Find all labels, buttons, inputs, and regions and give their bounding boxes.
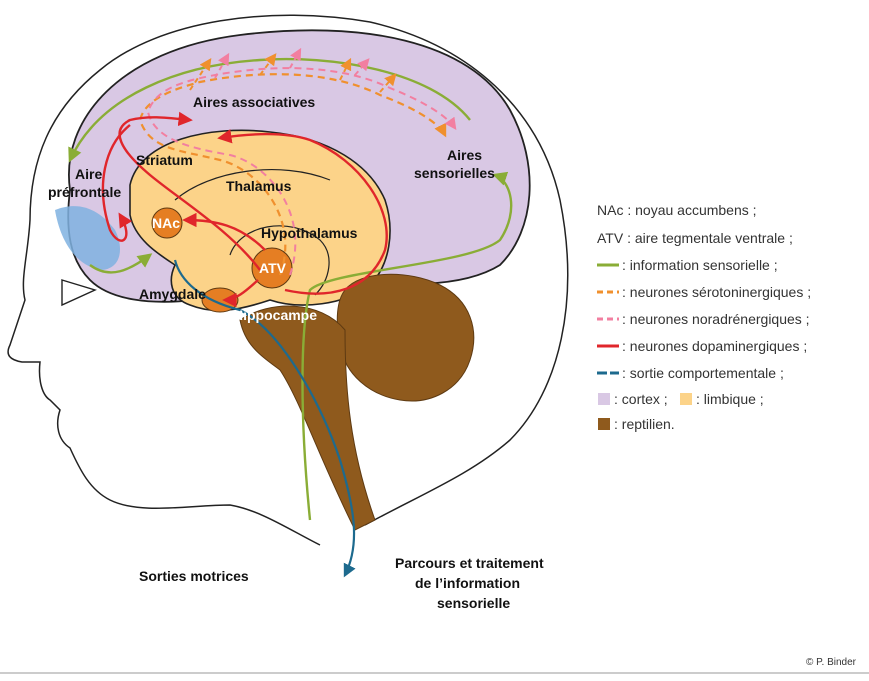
- cerebellum: [337, 274, 473, 401]
- label-hypothalamus: Hypothalamus: [261, 225, 358, 241]
- label-parcours-line2: de l’information: [415, 575, 520, 591]
- legend-noradrenaline: : neurones noradrénergiques ;: [622, 311, 810, 327]
- label-amygdale: Amygdale: [139, 286, 206, 302]
- legend-behavior: : sortie comportementale ;: [622, 365, 784, 381]
- label-sorties-motrices: Sorties motrices: [139, 568, 249, 584]
- legend-atv: ATV : aire tegmentale ventrale ;: [597, 230, 793, 246]
- label-hippocampe: Hippocampe: [233, 307, 317, 323]
- legend-swatch-reptilian: [598, 418, 610, 430]
- legend-reptilian: : reptilien.: [614, 416, 675, 432]
- label-atv: ATV: [259, 260, 287, 276]
- label-prefrontale: préfrontale: [48, 184, 121, 200]
- label-striatum: Striatum: [136, 152, 193, 168]
- label-aire: Aire: [75, 166, 102, 182]
- legend-limbic: : limbique ;: [696, 391, 764, 407]
- ear-icon: [62, 280, 95, 305]
- label-parcours-line1: Parcours et traitement: [395, 555, 544, 571]
- label-nac: NAc: [152, 215, 180, 231]
- label-thalamus: Thalamus: [226, 178, 292, 194]
- legend-swatch-cortex: [598, 393, 610, 405]
- label-aires-associatives: Aires associatives: [193, 94, 315, 110]
- label-parcours-line3: sensorielle: [437, 595, 510, 611]
- label-sensorielles: sensorielles: [414, 165, 495, 181]
- copyright: © P. Binder: [806, 657, 857, 668]
- legend: NAc : noyau accumbens ; ATV : aire tegme…: [597, 202, 811, 432]
- legend-cortex: : cortex ;: [614, 391, 668, 407]
- legend-sensory: : information sensorielle ;: [622, 257, 778, 273]
- legend-dopamine: : neurones dopaminergiques ;: [622, 338, 807, 354]
- legend-serotonin: : neurones sérotoninergiques ;: [622, 284, 811, 300]
- legend-nac: NAc : noyau accumbens ;: [597, 202, 757, 218]
- legend-swatch-limbic: [680, 393, 692, 405]
- label-aires: Aires: [447, 147, 482, 163]
